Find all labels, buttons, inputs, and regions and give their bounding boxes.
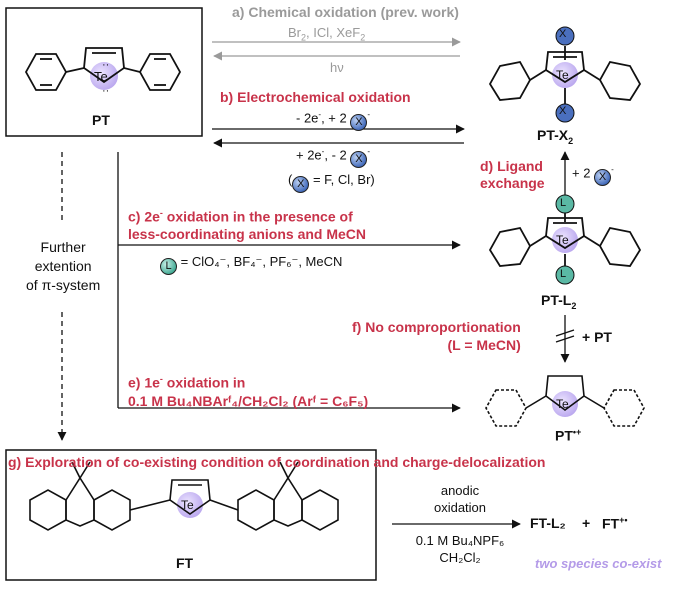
x-bottom-symbol: X (559, 105, 567, 117)
reaction-d-reagent: + 2 X- (572, 166, 614, 187)
ft-radical-product: FT+• (602, 515, 628, 532)
pt-radical-te-label: Te (556, 397, 569, 411)
x-top-symbol: X (559, 28, 567, 40)
l-top-symbol: L (560, 197, 567, 209)
reaction-b-x-definition: (X = F, Cl, Br) (288, 173, 375, 193)
lone-pair-top: ·· (102, 59, 110, 71)
pt-l2-structure (488, 212, 642, 267)
reaction-f-reagent: + PT (582, 329, 612, 345)
lone-pair-bottom: ·· (102, 85, 110, 97)
reaction-a-reagents: Br2, ICl, XeF2 (288, 25, 366, 43)
plus-sign: + (582, 515, 591, 531)
pt-x2-te-label: Te (556, 68, 569, 82)
pt-l2-te-label: Te (556, 233, 569, 247)
reaction-a-title: a) Chemical oxidation (prev. work) (232, 4, 459, 20)
pt-box (5, 7, 203, 137)
reaction-f-title: f) No comproportionation(L = MeCN) (352, 319, 521, 353)
reaction-b-reverse: + 2e-, - 2 X- (296, 148, 370, 169)
pt-x2-structure (488, 46, 642, 104)
section-g-title: g) Exploration of co-existing condition … (8, 454, 546, 470)
pt-l2-label: PT-L2 (541, 292, 577, 311)
ft-l2-product: FT-L₂ (530, 515, 566, 531)
pt-radical-label: PT•+ (555, 427, 582, 444)
ft-box (5, 449, 377, 581)
pt-te-label: Te (94, 69, 108, 84)
pt-structure (24, 47, 182, 91)
reaction-b-title: b) Electrochemical oxidation (220, 89, 411, 105)
reaction-c-l-definition: L = ClO₄⁻, BF₄⁻, PF₆⁻, MeCN (160, 255, 342, 275)
ft-label: FT (176, 555, 194, 571)
pt-radical-structure (485, 375, 645, 427)
co-exist-note: two species co-exist (535, 556, 662, 571)
reaction-b-forward: - 2e-, + 2 X- (296, 111, 370, 132)
pt-label: PT (92, 112, 110, 128)
ft-te-label: Te (181, 498, 194, 512)
pt-x2-label: PT-X2 (537, 127, 574, 146)
reaction-a-reverse: hν (330, 60, 344, 75)
ft-structure (29, 461, 339, 531)
l-bottom-symbol: L (560, 268, 567, 280)
